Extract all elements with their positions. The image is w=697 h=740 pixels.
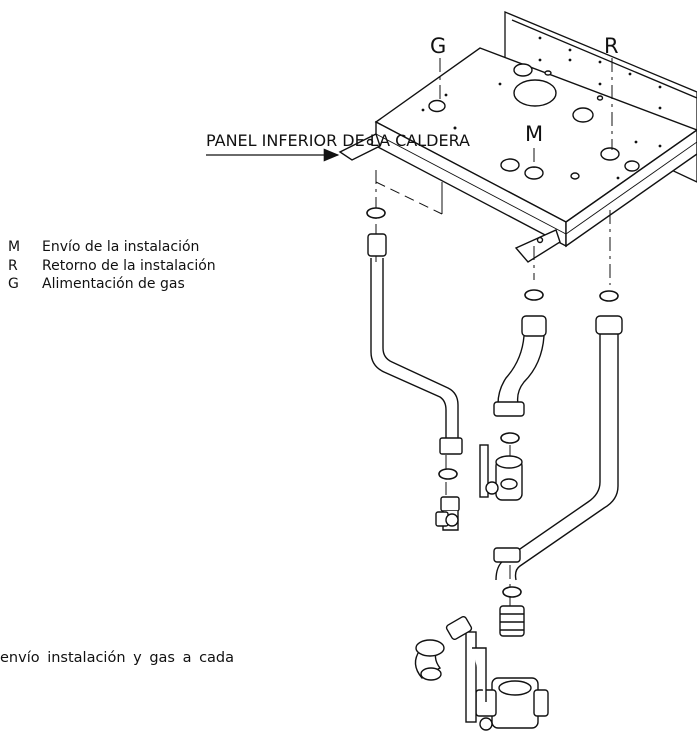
legend-item-m: M Envío de la instalación: [2, 238, 216, 257]
label-g: G: [430, 34, 447, 58]
gas-valve: [435, 496, 460, 531]
legend-text: Envío de la instalación: [42, 239, 200, 255]
legend-text: Retorno de la instalación: [42, 257, 216, 274]
flow-valve: [479, 444, 523, 501]
legend-key: G: [8, 276, 19, 292]
legend: M Envío de la instalación R Retorno de l…: [2, 238, 216, 294]
legend-item-g: G Alimentación de gas: [2, 275, 216, 294]
bottom-valve-assembly: [414, 605, 549, 731]
label-m: M: [525, 122, 544, 146]
gas-pipe: [367, 233, 463, 455]
panel-label: PANEL INFERIOR DE LA CALDERA: [206, 131, 470, 150]
bottom-panel: [338, 47, 697, 263]
washers: [366, 207, 619, 598]
legend-text: Alimentación de gas: [42, 276, 185, 292]
label-r: R: [604, 34, 619, 58]
flow-pipe: [493, 315, 547, 417]
legend-key: R: [8, 257, 18, 274]
legend-item-r: R Retorno de la instalación: [2, 257, 216, 276]
note-text: envío instalación y gas a cada: [0, 650, 235, 666]
legend-key: M: [8, 239, 21, 255]
return-pipe: [493, 315, 623, 581]
